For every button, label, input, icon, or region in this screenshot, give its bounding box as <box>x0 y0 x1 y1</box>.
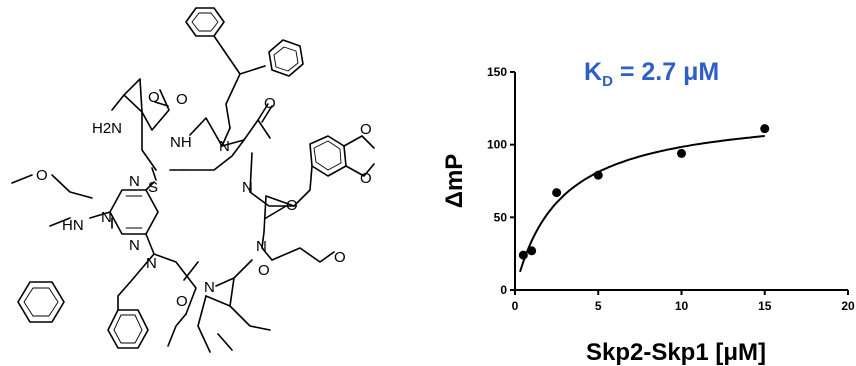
kd-annotation: KD = 2.7 μM <box>584 58 719 90</box>
atom-sulfur: S <box>148 179 158 196</box>
data-point <box>593 170 603 180</box>
kd-value: = 2.7 μM <box>613 58 719 86</box>
y-axis-label: ΔmP <box>441 154 468 209</box>
y-tick-label: 100 <box>487 138 507 152</box>
atom-benzodioxole-o-top: O <box>360 121 372 138</box>
atom-carbonyl-o-bottom-right: O <box>258 262 270 279</box>
atom-carbonyl-o-bottom: O <box>176 293 188 310</box>
atom-nh-top: NH <box>170 134 192 151</box>
fit-curve-group <box>519 135 765 273</box>
atom-methoxy-o-left: O <box>36 167 48 184</box>
atom-methoxy-o-right: O <box>334 249 346 266</box>
x-tick-label: 5 <box>595 299 602 313</box>
x-axis-label: Skp2-Skp1 [μM] <box>586 339 766 366</box>
x-tick-label: 10 <box>675 299 689 313</box>
chart-axes <box>510 71 849 295</box>
atom-amide-nh2: H2N <box>92 120 122 137</box>
y-tick-label: 0 <box>500 283 507 297</box>
atom-hn-left: HN <box>62 217 84 234</box>
atom-benzodioxole-o-bottom: O <box>360 170 372 187</box>
data-points <box>518 124 770 260</box>
atom-n-bottom-mid: N <box>204 279 215 296</box>
data-point <box>552 188 562 198</box>
atom-n-mid-right: N <box>242 179 253 196</box>
atom-carbonyl-o-right-top: O <box>264 95 276 112</box>
atom-triazine-n-bottom: N <box>129 237 140 254</box>
atom-triazine-n-left: N <box>101 209 112 226</box>
data-point <box>518 250 528 260</box>
atom-carbonyl-o-right-mid: O <box>286 197 298 214</box>
atom-amide-o: O <box>148 89 160 106</box>
atom-n-right-lower: N <box>256 238 267 255</box>
data-point <box>760 124 770 134</box>
atom-n-bottom-left: N <box>146 255 157 272</box>
tick-labels: 0 5 10 15 20 0 50 100 150 <box>487 65 855 313</box>
x-tick-label: 0 <box>512 299 519 313</box>
data-point <box>527 246 537 256</box>
y-tick-label: 150 <box>487 65 507 79</box>
y-tick-label: 50 <box>494 210 508 224</box>
kd-subscript: D <box>602 73 613 90</box>
atom-carbonyl-o-top: O <box>176 91 188 108</box>
atom-triazine-n-top: N <box>129 173 140 190</box>
kd-letter: K <box>584 58 602 86</box>
data-point <box>677 148 686 158</box>
x-tick-label: 20 <box>841 299 855 313</box>
x-tick-label: 15 <box>758 299 772 313</box>
atom-n-top-right: N <box>219 138 230 155</box>
chemical-structure: O H2N O NH O N O S N N N N HN O O O N O … <box>11 7 375 353</box>
fit-curve <box>519 135 765 273</box>
